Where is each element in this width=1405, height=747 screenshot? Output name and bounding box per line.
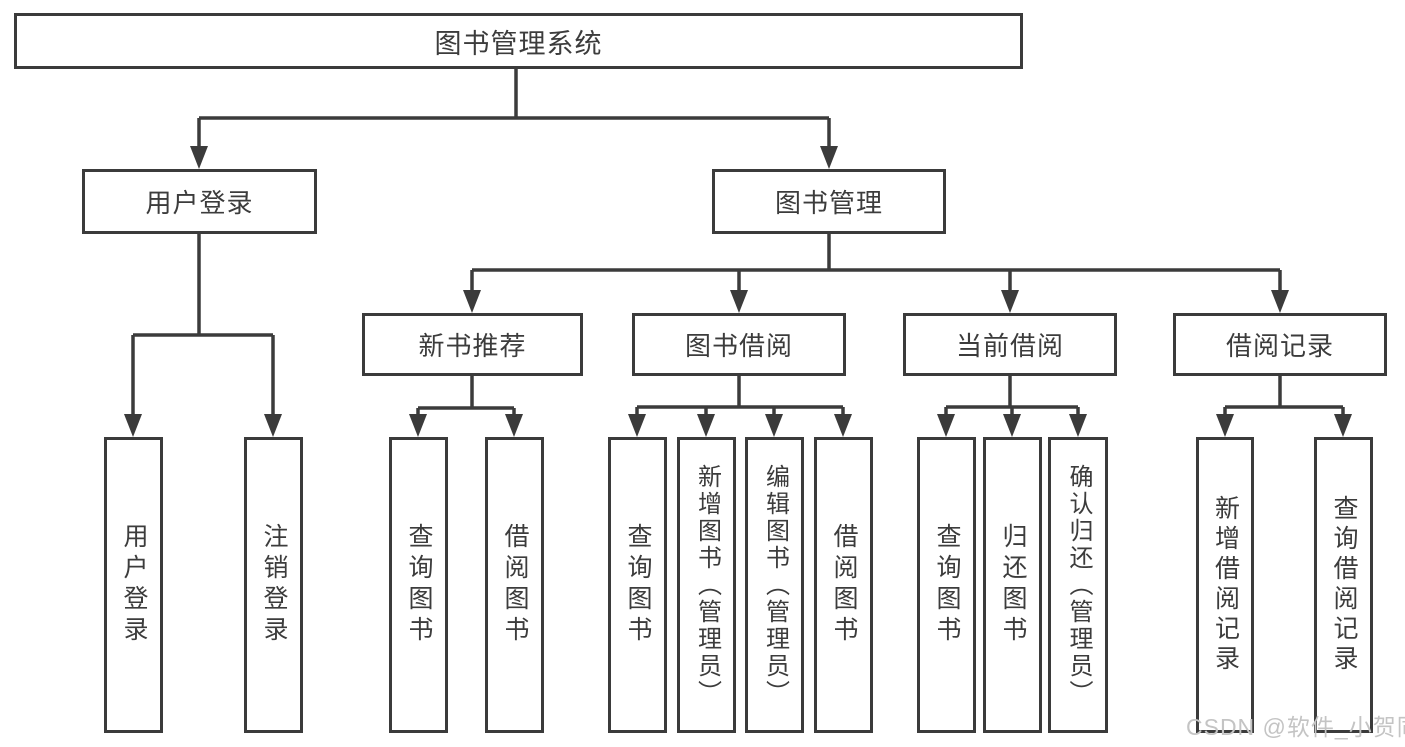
leaf-label: 新增借阅记录 (1211, 495, 1240, 675)
leaf-nb-borrow-books: 借阅图书 (485, 437, 544, 733)
leaf-label: 编辑图书（管理员） (761, 463, 789, 707)
csdn-watermark: CSDN @软件_小贺同学 (1186, 714, 1405, 740)
node-new-book-recommend: 新书推荐 (362, 313, 583, 376)
node-label: 图书管理 (774, 188, 883, 218)
leaf-label: 查询借阅记录 (1330, 495, 1358, 675)
leaf-label: 借阅图书 (501, 523, 529, 647)
leaf-br-query-record: 查询借阅记录 (1314, 437, 1373, 733)
leaf-bb-query-books: 查询图书 (608, 437, 667, 733)
node-label: 新书推荐 (418, 331, 527, 361)
leaf-bb-borrow-books: 借阅图书 (814, 437, 873, 733)
node-label: 借阅记录 (1225, 331, 1334, 361)
leaf-label: 查询图书 (933, 523, 961, 647)
leaf-label: 新增图书（管理员） (693, 463, 721, 707)
leaf-label: 确认归还（管理员） (1065, 463, 1092, 707)
leaf-br-add-record: 新增借阅记录 (1196, 437, 1254, 733)
node-current-borrow: 当前借阅 (903, 313, 1117, 376)
leaf-label: 归还图书 (999, 523, 1027, 647)
leaf-label: 用户登录 (120, 523, 148, 647)
leaf-label: 注销登录 (260, 523, 288, 647)
leaf-cb-query-books: 查询图书 (917, 437, 976, 733)
leaf-nb-query-books: 查询图书 (389, 437, 448, 733)
node-root-system: 图书管理系统 (14, 13, 1023, 69)
node-label: 用户登录 (145, 188, 254, 218)
node-user-login: 用户登录 (82, 169, 317, 234)
leaf-label: 查询图书 (624, 523, 652, 647)
node-label: 图书借阅 (684, 331, 793, 361)
node-label: 图书管理系统 (434, 28, 603, 59)
node-label: 当前借阅 (955, 331, 1064, 361)
leaf-logout-login: 注销登录 (244, 437, 303, 733)
leaf-label: 借阅图书 (830, 523, 858, 647)
leaf-bb-edit-books-admin: 编辑图书（管理员） (745, 437, 804, 733)
leaf-cb-return-books: 归还图书 (983, 437, 1042, 733)
node-book-management: 图书管理 (712, 169, 946, 234)
leaf-cb-confirm-return-admin: 确认归还（管理员） (1048, 437, 1108, 733)
leaf-bb-add-books-admin: 新增图书（管理员） (677, 437, 736, 733)
node-borrow-records: 借阅记录 (1173, 313, 1387, 376)
leaf-user-login: 用户登录 (104, 437, 163, 733)
node-book-borrow: 图书借阅 (632, 313, 846, 376)
leaf-label: 查询图书 (405, 523, 433, 647)
